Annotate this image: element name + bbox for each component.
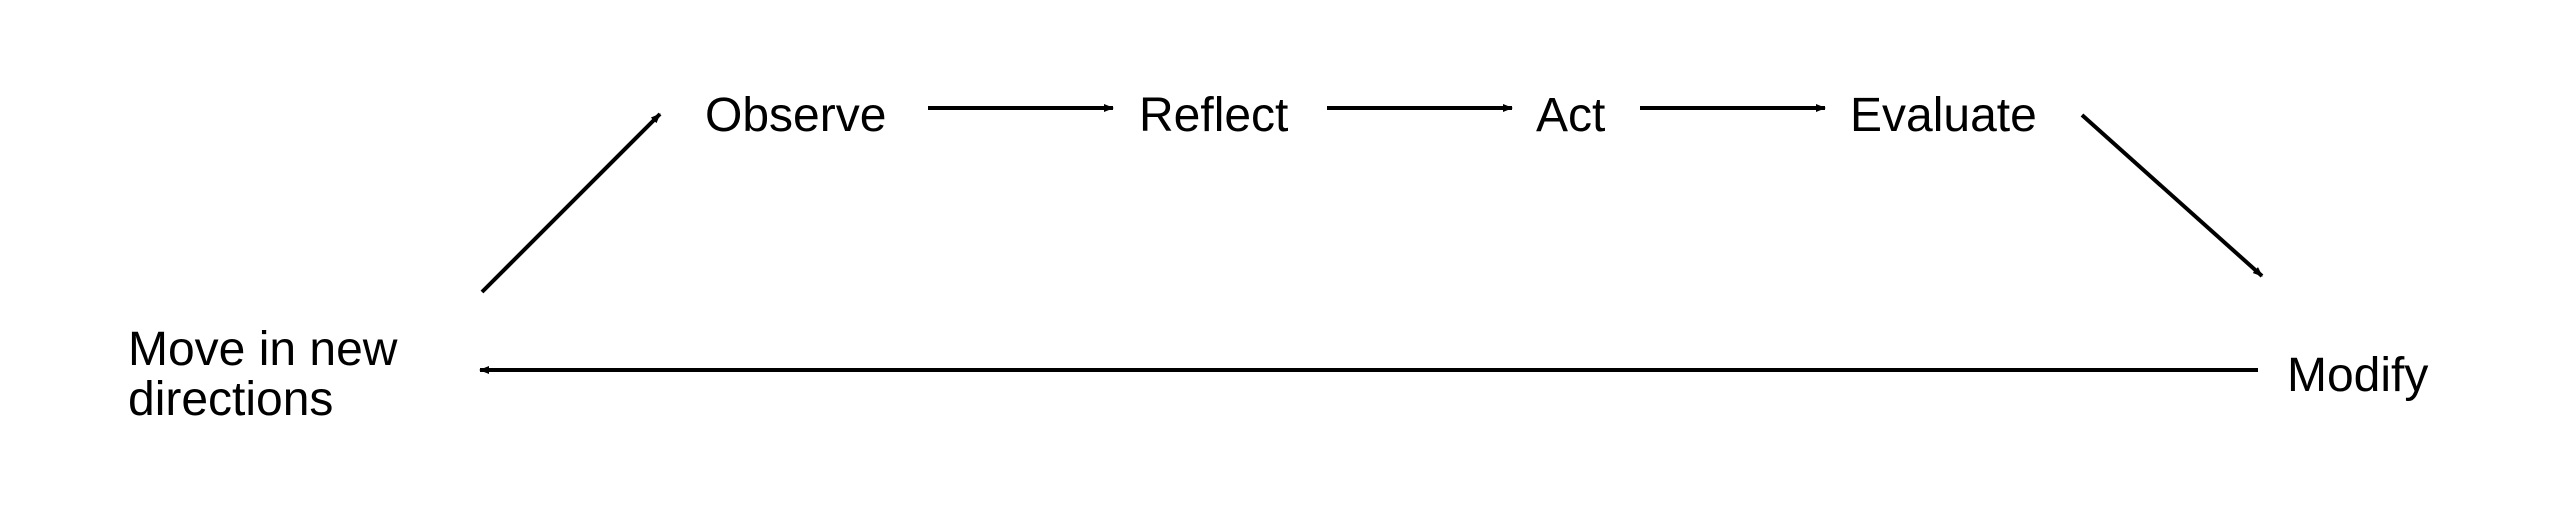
node-reflect: Reflect	[1139, 89, 1289, 142]
node-act: Act	[1536, 89, 1606, 142]
node-move-line-2: directions	[128, 373, 334, 426]
arrow-move-to-observe	[480, 112, 662, 294]
node-move-in-new-directions: Move in new directions	[128, 325, 397, 425]
arrow-evaluate-to-modify	[2080, 113, 2264, 278]
node-evaluate: Evaluate	[1850, 89, 2037, 142]
node-observe: Observe	[705, 89, 887, 142]
node-modify: Modify	[2287, 349, 2429, 402]
node-move-line-1: Move in new	[128, 323, 398, 376]
